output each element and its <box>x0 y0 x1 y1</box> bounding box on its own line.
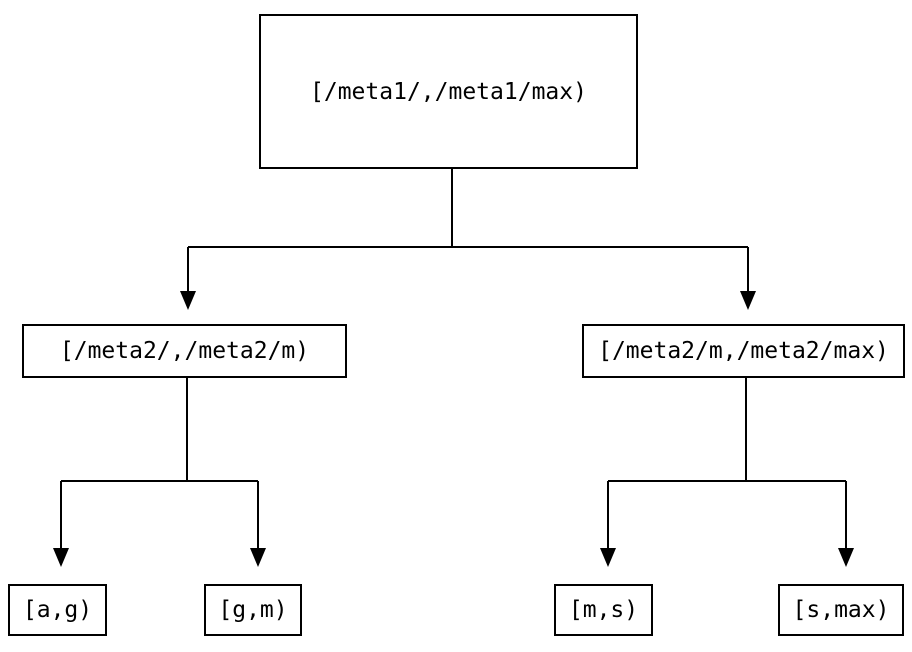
tree-node-mid-left: [/meta2/,/meta2/m) <box>22 324 347 378</box>
tree-node-leaf-smax-label: [s,max) <box>792 597 890 623</box>
tree-node-root: [/meta1/,/meta1/max) <box>259 14 638 169</box>
tree-node-leaf-ms: [m,s) <box>554 584 653 636</box>
tree-node-leaf-ag-label: [a,g) <box>22 597 93 623</box>
tree-node-leaf-ag: [a,g) <box>8 584 107 636</box>
tree-node-mid-left-label: [/meta2/,/meta2/m) <box>59 338 310 364</box>
arrow-down-icon <box>180 291 196 310</box>
tree-node-mid-right: [/meta2/m,/meta2/max) <box>582 324 905 378</box>
edge-root-stem <box>187 169 749 291</box>
arrow-down-icon <box>600 548 616 567</box>
edge-midright-stem <box>607 378 847 548</box>
arrow-down-icon <box>740 291 756 310</box>
tree-node-leaf-gm: [g,m) <box>204 584 302 636</box>
edge-midleft-stem <box>60 378 259 548</box>
arrow-down-icon <box>53 548 69 567</box>
tree-node-leaf-smax: [s,max) <box>778 584 904 636</box>
tree-node-mid-right-label: [/meta2/m,/meta2/max) <box>598 338 889 364</box>
arrow-down-icon <box>838 548 854 567</box>
arrow-down-icon <box>250 548 266 567</box>
tree-node-leaf-ms-label: [m,s) <box>568 597 639 623</box>
tree-node-leaf-gm-label: [g,m) <box>218 597 288 623</box>
tree-node-root-label: [/meta1/,/meta1/max) <box>310 78 587 105</box>
